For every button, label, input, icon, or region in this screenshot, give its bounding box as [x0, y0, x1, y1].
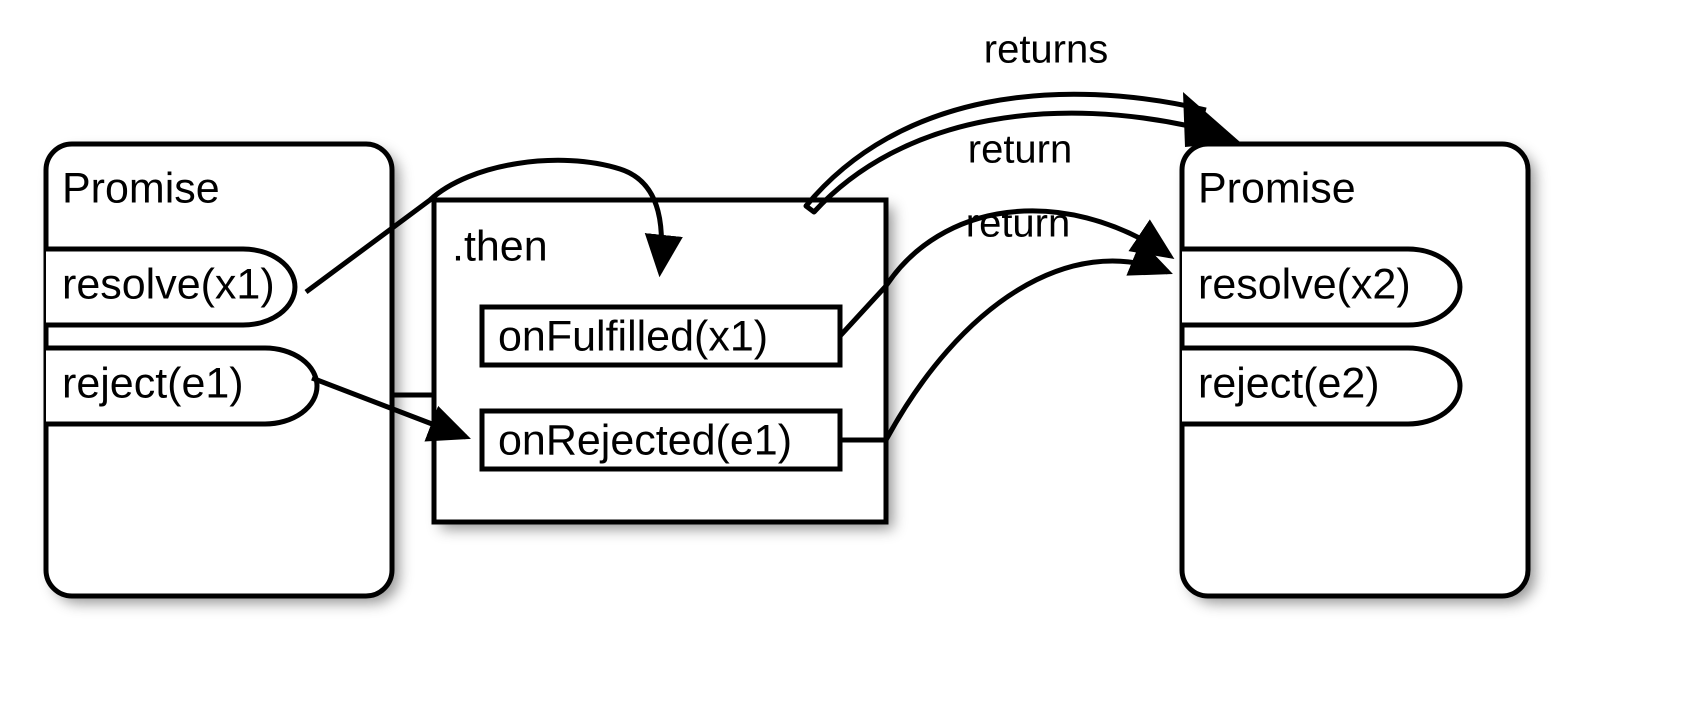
- then-box-title: .then: [452, 222, 548, 270]
- edge-onfulfilled-return-label: return: [968, 128, 1073, 172]
- promise-right-slot-reject[interactable]: reject(e2): [1182, 345, 1463, 427]
- edge-onrejected-return-label: return: [966, 202, 1071, 246]
- reject-e1-stadium-outline: [46, 345, 320, 427]
- promise-right-title: Promise: [1198, 164, 1356, 212]
- onfulfilled-fill: [482, 307, 840, 365]
- resolve-x2-stadium-outline: [1182, 246, 1463, 328]
- edge-resolve-to-onfulfilled-path: [304, 157, 683, 295]
- reject-e2-stadium-outline: [1182, 345, 1463, 427]
- promise-right-slot-resolve[interactable]: resolve(x2): [1182, 246, 1463, 328]
- edge-returns-inner-line: [812, 110, 1199, 214]
- edge-onrejected-return: return: [840, 202, 1173, 443]
- resolve-x2-label: resolve(x2): [1198, 260, 1411, 308]
- edge-returns-arrowhead: [1183, 92, 1240, 147]
- edge-reject-to-onrejected: [311, 375, 471, 442]
- onrejected-label: onRejected(e1): [498, 416, 792, 464]
- edge-onrejected-return-path: [840, 240, 1173, 443]
- edge-returns-outer-line: [804, 91, 1207, 208]
- then-box-outline: [431, 197, 889, 525]
- edge-then-returns-promise: returns: [803, 28, 1240, 215]
- edge-returns-label: returns: [984, 28, 1109, 72]
- then-callback-onfulfilled[interactable]: onFulfilled(x1): [479, 304, 843, 368]
- onfulfilled-label: onFulfilled(x1): [498, 312, 768, 360]
- edge-resolve-to-onfulfilled: [304, 157, 683, 295]
- edge-onfulfilled-return: return: [838, 128, 1175, 338]
- node-promise-left[interactable]: Promise resolve(x1) reject(e1): [43, 141, 395, 599]
- promise-left-slot-resolve[interactable]: resolve(x1): [46, 246, 298, 328]
- edge-reject-to-onrejected-path: [311, 375, 471, 442]
- promise-left-title: Promise: [62, 164, 220, 212]
- promise-left-slot-reject[interactable]: reject(e1): [46, 345, 320, 427]
- then-callback-onrejected[interactable]: onRejected(e1): [479, 408, 843, 472]
- resolve-x1-stadium-fill: [46, 249, 295, 325]
- node-promise-right[interactable]: Promise resolve(x2) reject(e2): [1179, 141, 1531, 599]
- edge-returns-tail-joint: [803, 203, 817, 215]
- reject-e2-stadium-fill: [1182, 348, 1460, 424]
- onrejected-fill: [482, 411, 840, 469]
- resolve-x1-label: resolve(x1): [62, 260, 275, 308]
- resolve-x1-stadium-outline: [46, 246, 298, 328]
- resolve-x2-stadium-fill: [1182, 249, 1460, 325]
- edge-onfulfilled-return-path: [838, 208, 1175, 338]
- reject-e1-label: reject(e1): [62, 359, 244, 407]
- reject-e1-stadium-fill: [46, 348, 317, 424]
- reject-e2-label: reject(e2): [1198, 359, 1380, 407]
